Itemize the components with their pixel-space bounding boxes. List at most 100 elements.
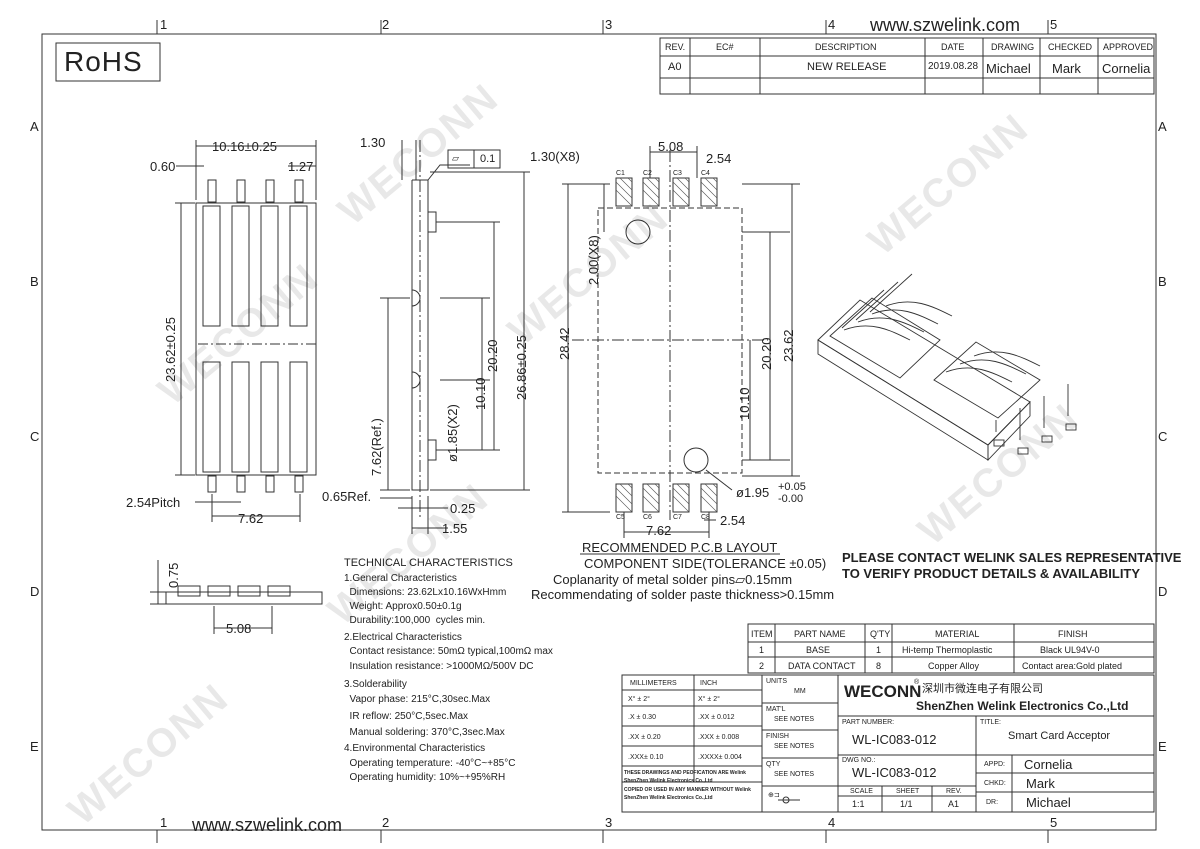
dim-pcb-1010: 10.10: [737, 387, 752, 420]
grid-col-1: 1: [160, 17, 168, 32]
bom-header-finish: FINISH: [1058, 629, 1088, 639]
appd-label: APPD:: [984, 761, 1006, 768]
dr-value: Michael: [1026, 795, 1071, 810]
dim-pcb-hole-195: ø1.95: [736, 485, 770, 500]
grid-col-4: 4: [828, 17, 836, 32]
grid-row-e-right: E: [1158, 739, 1167, 754]
title-label: TITLE:: [980, 719, 1002, 726]
dwg-number: WL-IC083-012: [852, 765, 937, 780]
dim-pcb-762: 7.62: [646, 523, 672, 538]
pcb-title: RECOMMENDED P.C.B LAYOUT: [582, 540, 778, 555]
dim-155: 1.55: [442, 521, 468, 536]
contact-notice-line1: PLEASE CONTACT WELINK SALES REPRESENTATI…: [842, 550, 1182, 565]
pad-label: C4: [701, 170, 710, 177]
drawing-title: Smart Card Acceptor: [1008, 730, 1111, 742]
grid-row-b-right: B: [1158, 274, 1167, 289]
rev-header-date: DATE: [941, 42, 965, 52]
bom-header-item: ITEM: [751, 629, 773, 639]
dr-label: DR:: [986, 799, 999, 806]
finish-value: SEE NOTES: [774, 743, 815, 750]
dim-060: 0.60: [150, 159, 176, 174]
pad-label: C5: [616, 514, 625, 521]
tol-inch-row: .XXX ± 0.008: [698, 734, 740, 741]
side-view: [380, 140, 530, 534]
projection-icon: ⊕⊐: [768, 792, 780, 799]
appd-value: Cornelia: [1024, 757, 1073, 772]
flatness-icon: ▱: [452, 153, 459, 163]
tol-mm-row: .XX ± 0.20: [628, 734, 661, 741]
dim-075: 0.75: [166, 562, 181, 588]
dim-pcb-tol-minus: -0.00: [778, 493, 804, 505]
top-view: [175, 140, 317, 522]
disclaimer-line: ShenZhen Welink Electronics Co.,Ltd: [624, 778, 713, 784]
rev-value: A1: [948, 799, 960, 809]
bom-cell: 1: [759, 645, 765, 655]
tol-inch-row: .XX ± 0.012: [698, 714, 735, 721]
tech-line: Contact resistance: 50mΩ typical,100mΩ m…: [344, 646, 553, 657]
drawing-border: [41, 33, 1157, 831]
iso-view: [817, 273, 1077, 462]
grid-row-b: B: [30, 274, 39, 289]
grid-row-d-right: D: [1158, 584, 1168, 599]
company-name: ShenZhen Welink Electronics Co.,Ltd: [916, 699, 1129, 713]
grid-col-5-bottom: 5: [1050, 815, 1058, 830]
chkd-value: Mark: [1026, 776, 1055, 791]
tech-line: Operating humidity: 10%~+95%RH: [344, 772, 506, 783]
bom-cell: Copper Alloy: [928, 661, 980, 671]
bom-header-part-name: PART NAME: [794, 629, 846, 639]
dim-508: 5.08: [226, 621, 252, 636]
part-number-label: PART NUMBER:: [842, 719, 895, 726]
tol-mm-row: X° ± 2°: [628, 696, 650, 703]
grid-row-a: A: [30, 119, 39, 134]
grid-col-2-bottom: 2: [382, 815, 390, 830]
dim-flatness: 0.1: [480, 153, 496, 165]
pad-label: C6: [643, 514, 652, 521]
dim-pitch: 2.54Pitch: [126, 495, 181, 510]
sheet-label: SHEET: [896, 788, 920, 795]
rev-value-approved: Cornelia: [1102, 61, 1151, 76]
tech-line: Durability:100,000 cycles min.: [344, 615, 486, 626]
grid-col-4-bottom: 4: [828, 815, 836, 830]
tech-line: 2.Electrical Characteristics: [344, 632, 462, 643]
rev-header-drawing: DRAWING: [991, 42, 1035, 52]
pcb-note-paste: Recommendating of solder paste thickness…: [531, 587, 835, 602]
tol-mm-header: MILLIMETERS: [630, 680, 677, 687]
dim-762: 7.62: [238, 511, 264, 526]
dim-pcb-200x8: 2.00(X8): [586, 235, 601, 285]
units-value: MM: [794, 688, 806, 695]
bom-header-qty: Q'TY: [870, 629, 891, 639]
matl-label: MAT'L: [766, 706, 786, 713]
rohs-label: RoHS: [64, 46, 143, 77]
pcb-note-coplanarity: Coplanarity of metal solder pins▱0.15mm: [553, 572, 793, 587]
dim-1010: 10.10: [473, 377, 488, 410]
dim-pcb-130x8: 1.30(X8): [530, 149, 580, 164]
grid-col-2: 2: [382, 17, 390, 32]
bom-cell: Hi-temp Thermoplastic: [902, 645, 993, 655]
rev-value-checked: Mark: [1052, 61, 1081, 76]
tech-line: Vapor phase: 215°C,30sec.Max: [344, 694, 491, 705]
rev-label: REV.: [946, 788, 962, 795]
tech-line: Operating temperature: -40°C~+85°C: [344, 758, 516, 769]
grid-row-c: C: [30, 429, 40, 444]
disclaimer-line: ShenZhen Welink Electronics Co.,Ltd: [624, 795, 713, 801]
dim-ref-762: 7.62(Ref.): [369, 418, 384, 476]
part-number: WL-IC083-012: [852, 732, 937, 747]
dim-pcb-254: 2.54: [706, 151, 732, 166]
dim-pcb-254b: 2.54: [720, 513, 746, 528]
rev-value-drawing: Michael: [986, 61, 1031, 76]
rev-header-description: DESCRIPTION: [815, 42, 877, 52]
dim-127: 1.27: [288, 159, 314, 174]
tech-line: Weight: Approx0.50±0.1g: [344, 601, 462, 612]
dim-130: 1.30: [360, 135, 386, 150]
title-block-lines: [621, 674, 1155, 813]
tol-inch-header: INCH: [700, 680, 718, 687]
rev-header-checked: CHECKED: [1048, 42, 1093, 52]
bottom-view: [150, 560, 323, 634]
grid-col-5: 5: [1050, 17, 1058, 32]
bom-cell: Black UL94V-0: [1040, 645, 1100, 655]
pad-label: C7: [673, 514, 682, 521]
bom-cell: 8: [876, 661, 882, 671]
matl-value: SEE NOTES: [774, 716, 815, 723]
brand-chinese: 深圳市微连电子有限公司: [922, 683, 1043, 695]
